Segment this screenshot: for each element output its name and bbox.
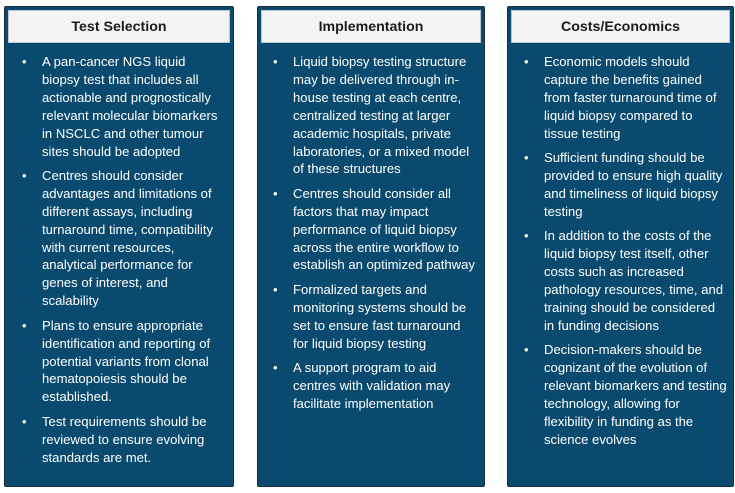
bullet-icon: •	[273, 185, 278, 201]
list-item: • Decision-makers should be cognizant of …	[524, 341, 727, 448]
panel-title: Implementation	[261, 10, 481, 43]
bullet-icon: •	[273, 54, 278, 69]
list-item: • Centres should consider advantages and …	[22, 167, 225, 310]
bullet-list: • Liquid biopsy testing structure may be …	[273, 53, 476, 413]
implementation-panel: Implementation • Liquid biopsy testing st…	[257, 6, 485, 487]
test-selection-panel: Test Selection • A pan-cancer NGS liquid …	[4, 6, 234, 487]
list-item: • A support program to aid centres with v…	[273, 359, 476, 413]
list-item: • Centres should consider all factors tha…	[273, 185, 476, 275]
bullet-icon: •	[524, 150, 529, 166]
list-item-text: A support program to aid centres with va…	[293, 360, 451, 411]
list-item-text: Centres should consider advantages and l…	[42, 167, 214, 309]
bullet-list: • Economic models should capture the bene…	[524, 53, 727, 449]
list-item: • Formalized targets and monitoring syste…	[273, 281, 476, 353]
list-item-text: Economic models should capture the benef…	[544, 54, 717, 141]
list-item: • Economic models should capture the bene…	[524, 53, 727, 143]
bullet-icon: •	[22, 167, 27, 183]
list-item-text: Test requirements should be reviewed to …	[42, 413, 207, 465]
list-item: • Test requirements should be reviewed to…	[22, 413, 225, 467]
list-item-text: Plans to ensure appropriate identificati…	[42, 317, 211, 405]
bullet-icon: •	[524, 342, 529, 358]
bullet-icon: •	[22, 317, 27, 333]
list-item: • A pan-cancer NGS liquid biopsy test tha…	[22, 53, 225, 160]
bullet-icon: •	[22, 54, 27, 69]
list-item-text: In addition to the costs of the liquid b…	[544, 228, 724, 333]
list-item-text: Decision-makers should be cognizant of t…	[544, 342, 727, 447]
bullet-icon: •	[524, 54, 529, 69]
list-item-text: Centres should consider all factors that…	[293, 185, 475, 273]
list-item-text: Sufficient funding should be provided to…	[544, 150, 723, 219]
bullet-icon: •	[273, 281, 278, 297]
panel-title: Costs/Economics	[511, 10, 730, 43]
list-item-text: Formalized targets and monitoring system…	[293, 281, 467, 351]
list-item: • Liquid biopsy testing structure may be …	[273, 53, 476, 178]
costs-economics-panel: Costs/Economics • Economic models should …	[507, 6, 734, 487]
list-item: • In addition to the costs of the liquid …	[524, 227, 727, 334]
bullet-list: • A pan-cancer NGS liquid biopsy test tha…	[22, 53, 225, 467]
panel-title: Test Selection	[8, 10, 230, 43]
bullet-icon: •	[524, 228, 529, 244]
list-item: • Sufficient funding should be provided t…	[524, 149, 727, 221]
bullet-icon: •	[22, 413, 27, 429]
list-item: • Plans to ensure appropriate identificat…	[22, 317, 225, 407]
bullet-icon: •	[273, 360, 278, 375]
list-item-text: A pan-cancer NGS liquid biopsy test that…	[42, 54, 218, 159]
list-item-text: Liquid biopsy testing structure may be d…	[293, 54, 470, 177]
